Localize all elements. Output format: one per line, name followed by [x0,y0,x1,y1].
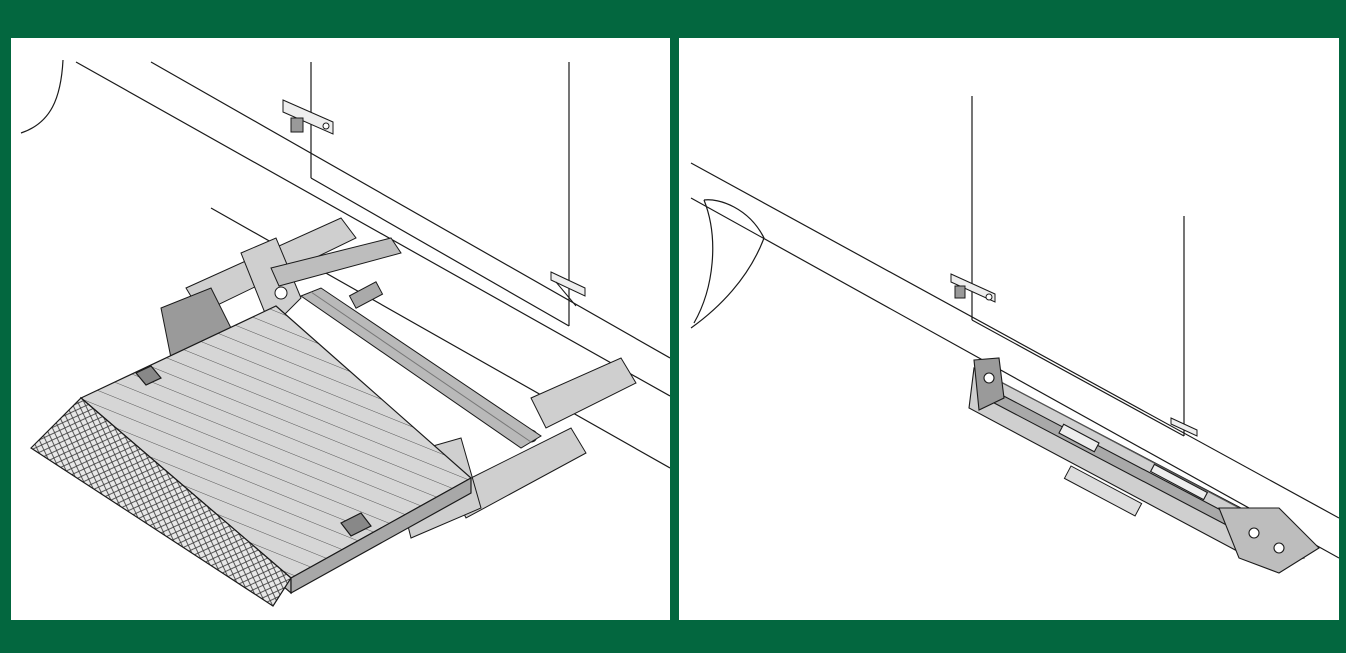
ramp-tread-plate [30,397,292,607]
door-latch-icon [282,99,586,307]
stowed-lift-unit [968,357,1320,574]
lift-stowed-panel [679,38,1339,620]
door-latch-icon [950,273,1198,437]
liftgate-stowed-drawing [690,96,1339,574]
truck-body [690,96,1339,559]
brand-logo [1063,465,1143,517]
lift-deployed-panel [11,38,670,620]
liftgate-deployed-drawing [20,59,670,607]
hydraulic-cylinder [299,287,542,449]
lift-arm-assembly [160,217,637,539]
